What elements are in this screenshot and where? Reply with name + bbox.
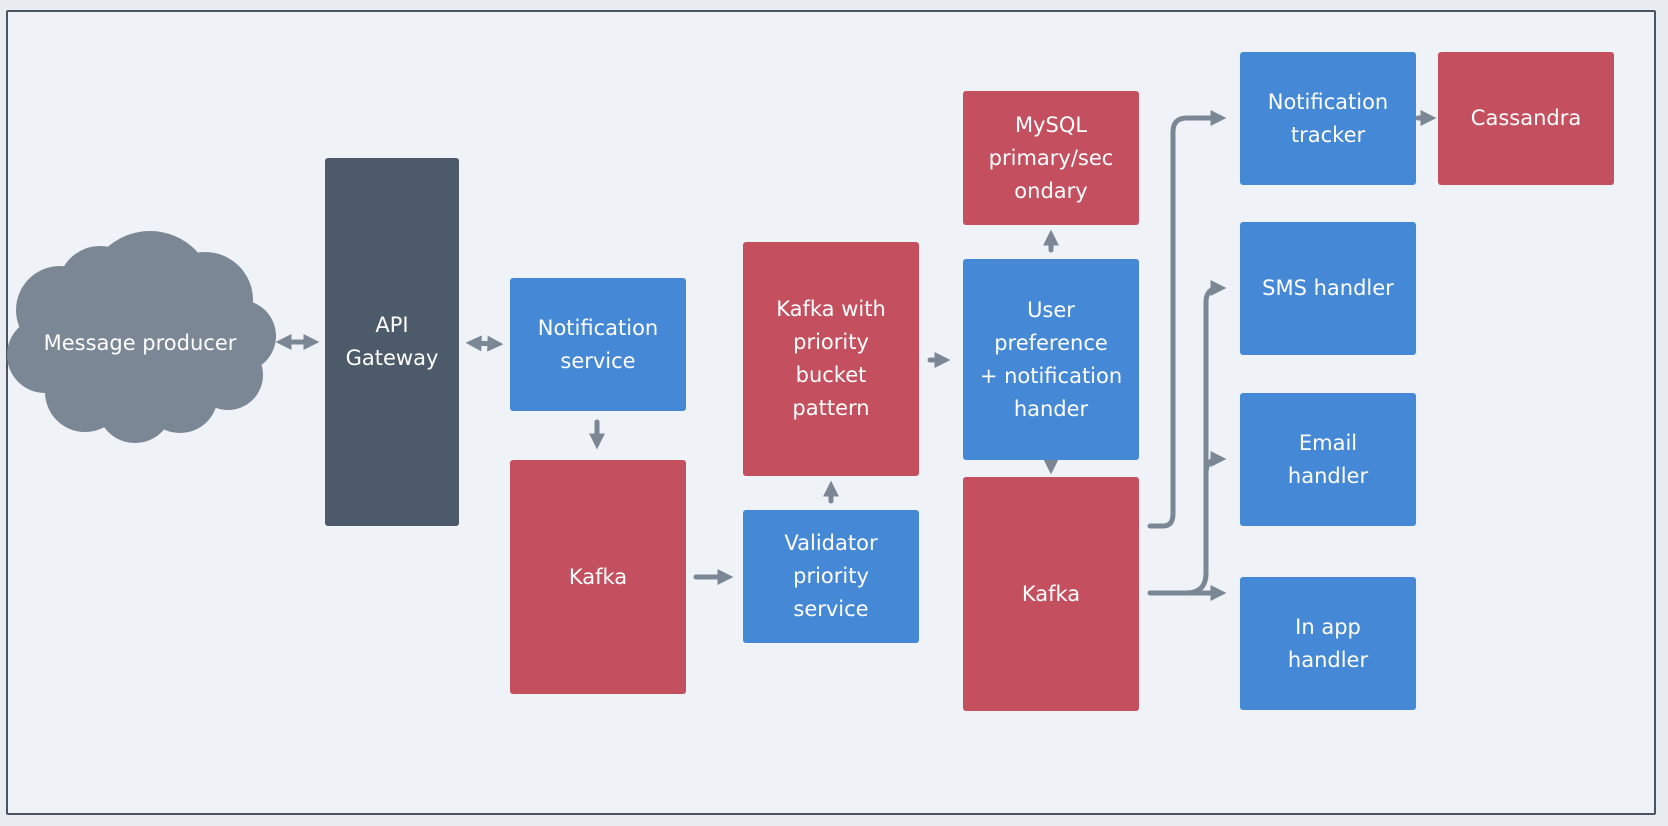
user-preference-label: User preference + notification hander — [979, 297, 1123, 421]
kafka-dispatch-node[interactable]: Kafka — [963, 477, 1139, 711]
in-app-handler-label: In app handler — [1287, 614, 1369, 672]
kafka-node[interactable]: Kafka — [510, 460, 686, 694]
user-preference-node[interactable]: User preference + notification hander — [963, 259, 1139, 460]
cassandra-node[interactable]: Cassandra — [1438, 52, 1614, 185]
kafka-priority-bucket-node[interactable]: Kafka with priority bucket pattern — [743, 242, 919, 476]
kafka-dispatch-label: Kafka — [1021, 581, 1081, 606]
mysql-label: MySQL primary/sec ondary — [988, 112, 1114, 203]
notification-service-node[interactable]: Notification service — [510, 278, 686, 411]
api-gateway-label: API Gateway — [345, 313, 439, 370]
validator-priority-service-node[interactable]: Validator priority service — [743, 510, 919, 643]
kafka-tracker-connector — [1147, 109, 1227, 529]
in-app-handler-node[interactable]: In app handler — [1240, 577, 1416, 710]
gateway-notification-connector — [465, 335, 504, 352]
notification-service-label: Notification service — [537, 315, 659, 373]
sms-handler-label: SMS handler — [1262, 276, 1394, 300]
email-handler-label: Email handler — [1287, 430, 1369, 488]
message-producer-cloud — [7, 231, 276, 443]
notification-tracker-node[interactable]: Notification tracker — [1240, 52, 1416, 185]
message-producer-label: Message producer — [43, 331, 237, 355]
kafka-sms-connector — [1183, 280, 1227, 596]
mysql-node[interactable]: MySQL primary/sec ondary — [963, 91, 1139, 225]
notification-tracker-label: Notification tracker — [1267, 89, 1389, 147]
cassandra-label: Cassandra — [1470, 106, 1582, 130]
email-handler-node[interactable]: Email handler — [1240, 393, 1416, 526]
kafka-label: Kafka — [568, 564, 628, 589]
validator-priority-service-label: Validator priority service — [784, 531, 878, 621]
kafka-priority-bucket-label: Kafka with priority bucket pattern — [776, 297, 886, 420]
kafka-email-connector — [1203, 451, 1227, 476]
sms-handler-node[interactable]: SMS handler — [1240, 222, 1416, 355]
api-gateway-node[interactable]: API Gateway — [325, 158, 459, 526]
